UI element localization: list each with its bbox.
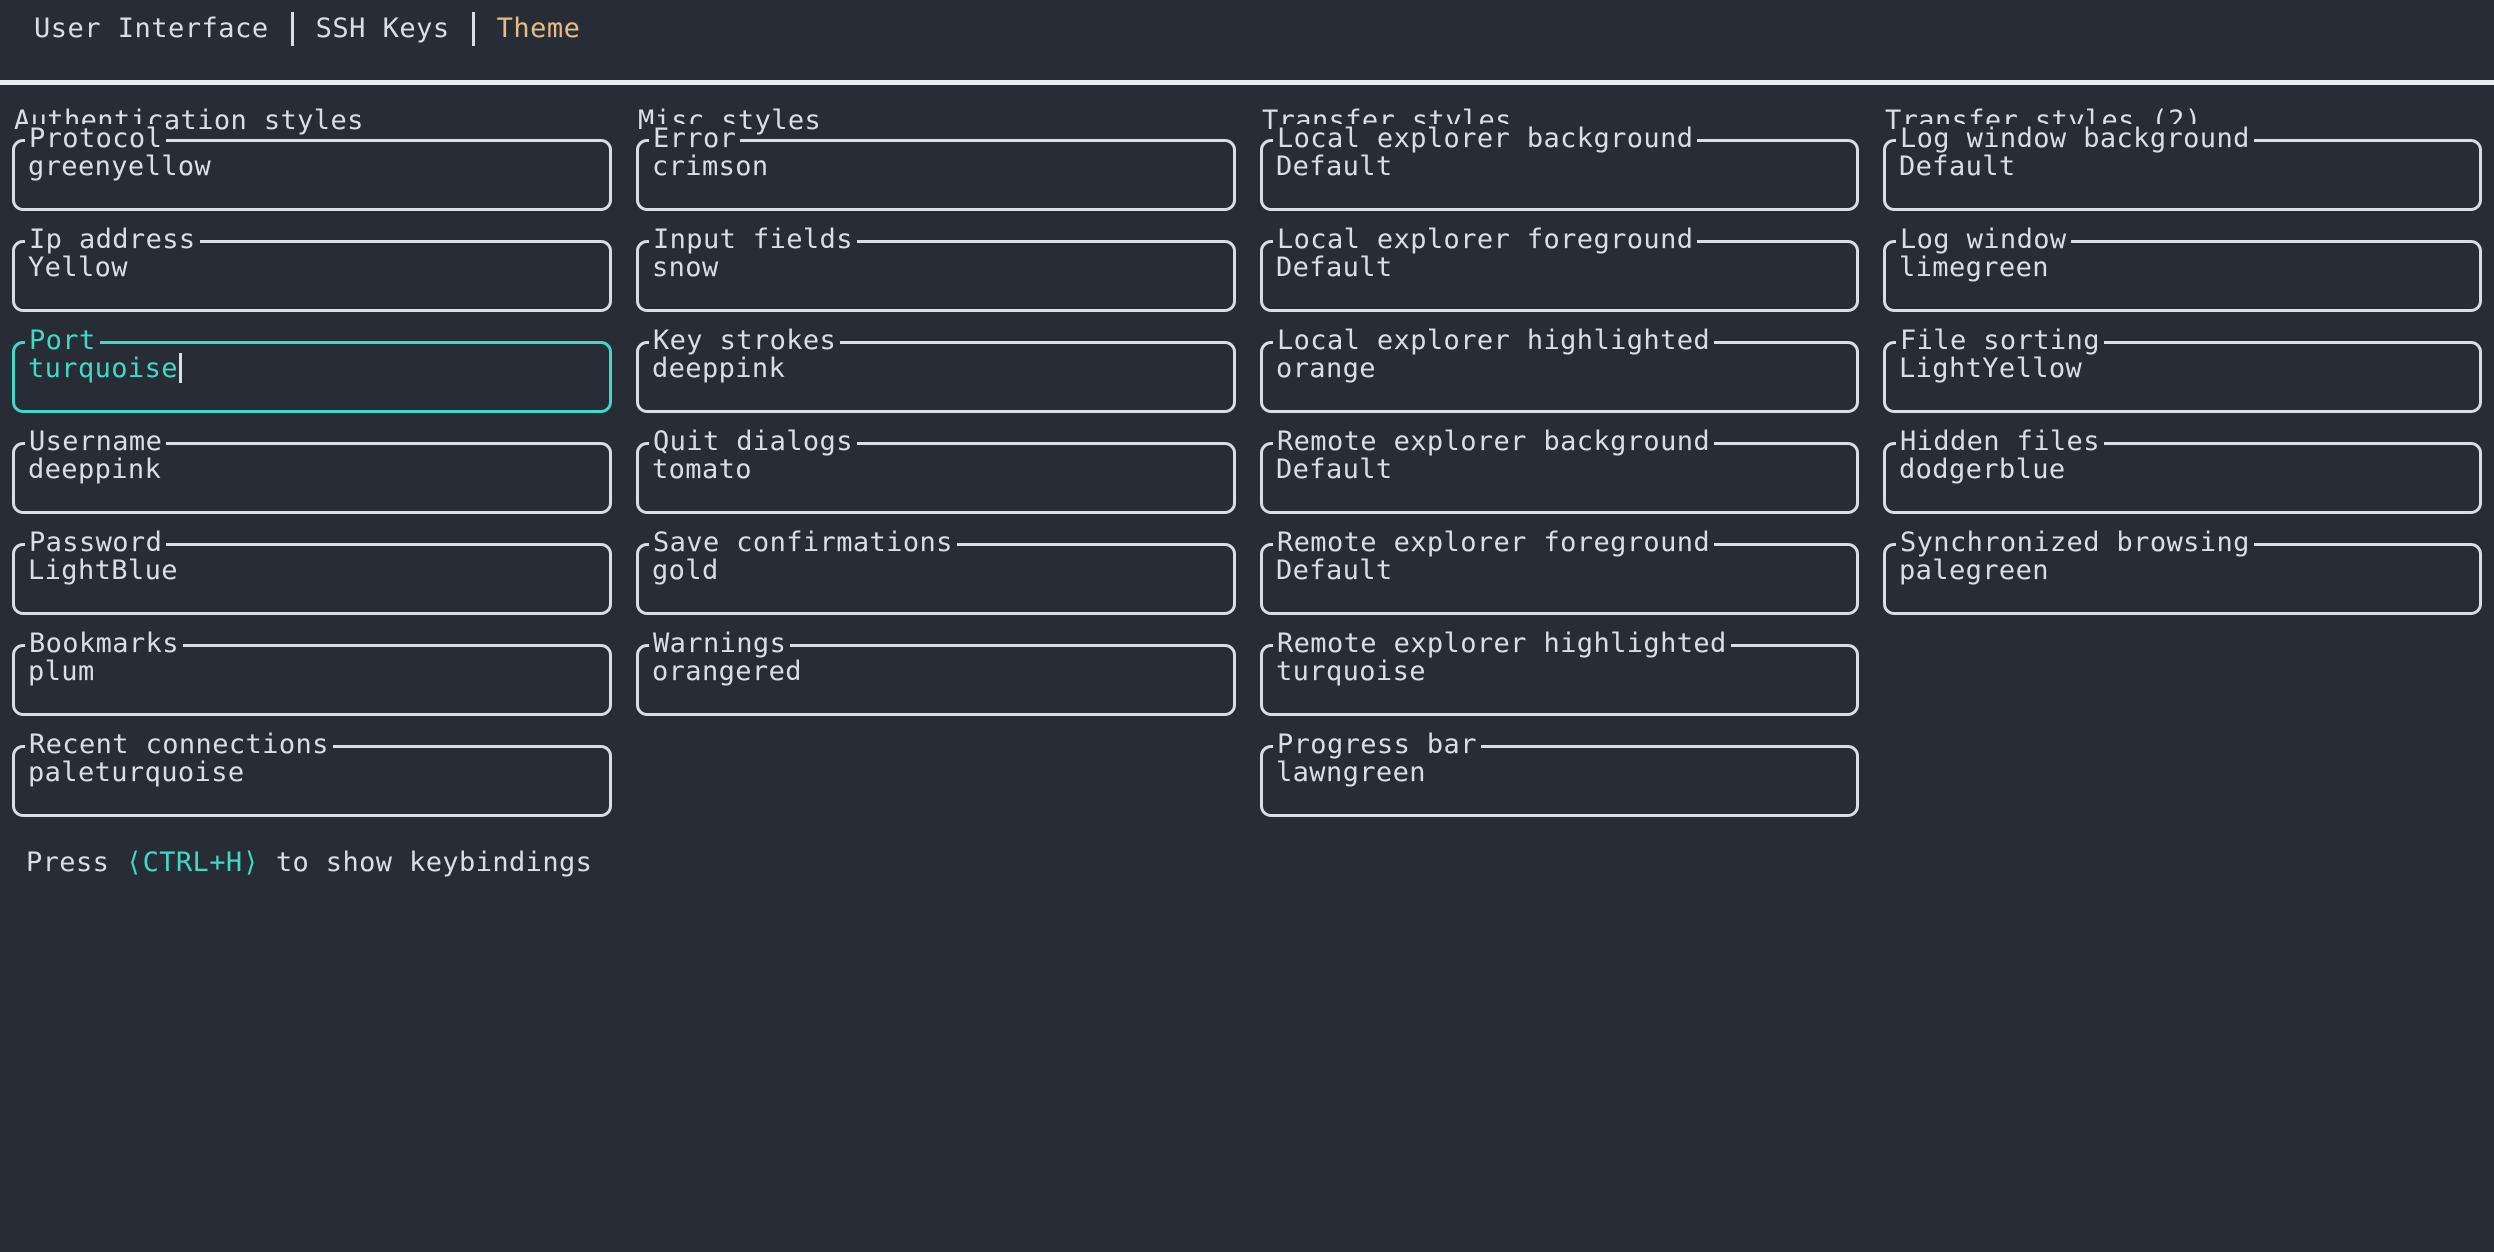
column-authentication-styles: Authentication styles Protocol greenyell… — [0, 103, 624, 880]
field-file-sorting[interactable]: File sorting LightYellow — [1883, 326, 2482, 413]
field-label: Log window — [1896, 225, 2071, 255]
field-label: Ip address — [25, 225, 200, 255]
tab-separator — [471, 12, 475, 46]
field-value: gold — [652, 555, 719, 586]
field-progress-bar[interactable]: Progress bar lawngreen — [1260, 730, 1859, 817]
field-value: crimson — [652, 151, 769, 182]
column-transfer-styles-2: Transfer styles (2) Log window backgroun… — [1871, 103, 2494, 644]
field-value: Default — [1276, 151, 1393, 182]
tab-user-interface[interactable]: User Interface — [34, 13, 269, 45]
field-label: Local explorer foreground — [1273, 225, 1698, 255]
field-label: Local explorer highlighted — [1273, 326, 1715, 356]
tab-theme[interactable]: Theme — [496, 13, 581, 45]
field-value: orangered — [652, 656, 802, 687]
field-value: limegreen — [1899, 252, 2049, 283]
field-label: Password — [25, 528, 167, 558]
theme-columns: Authentication styles Protocol greenyell… — [0, 103, 2494, 880]
field-label: Save confirmations — [649, 528, 957, 558]
field-value: tomato — [652, 454, 752, 485]
field-label: Remote explorer highlighted — [1273, 629, 1731, 659]
field-value-text: turquoise — [28, 353, 178, 384]
field-label: Input fields — [649, 225, 857, 255]
field-label: Error — [649, 124, 741, 154]
field-label: Protocol — [25, 124, 167, 154]
field-error[interactable]: Error crimson — [636, 124, 1236, 211]
tab-bar: User Interface SSH Keys Theme — [0, 0, 2494, 58]
field-label: Username — [25, 427, 167, 457]
field-value: Yellow — [28, 252, 128, 283]
tab-separator — [290, 12, 294, 46]
field-label: Warnings — [649, 629, 791, 659]
field-label: Recent connections — [25, 730, 333, 760]
field-save-confirmations[interactable]: Save confirmations gold — [636, 528, 1236, 615]
field-value: lawngreen — [1276, 757, 1426, 788]
field-label: Progress bar — [1273, 730, 1481, 760]
keybindings-hint: Press ⟨CTRL+H⟩ to show keybindings — [12, 846, 612, 880]
field-label: Local explorer background — [1273, 124, 1698, 154]
field-value: turquoise — [1276, 656, 1426, 687]
field-port[interactable]: Port turquoise — [12, 326, 612, 413]
hint-prefix: Press — [26, 847, 126, 878]
field-remote-explorer-highlighted[interactable]: Remote explorer highlighted turquoise — [1260, 629, 1859, 716]
field-label: Log window background — [1896, 124, 2254, 154]
column-misc-styles: Misc styles Error crimson Input fields s… — [624, 103, 1248, 745]
field-key-strokes[interactable]: Key strokes deeppink — [636, 326, 1236, 413]
field-label: Hidden files — [1896, 427, 2104, 457]
field-hidden-files[interactable]: Hidden files dodgerblue — [1883, 427, 2482, 514]
field-log-window-background[interactable]: Log window background Default — [1883, 124, 2482, 211]
field-recent-connections[interactable]: Recent connections paleturquoise — [12, 730, 612, 817]
field-value: deeppink — [28, 454, 162, 485]
field-label: Bookmarks — [25, 629, 183, 659]
field-quit-dialogs[interactable]: Quit dialogs tomato — [636, 427, 1236, 514]
field-log-window[interactable]: Log window limegreen — [1883, 225, 2482, 312]
field-value: snow — [652, 252, 719, 283]
field-value: Default — [1276, 555, 1393, 586]
field-value: palegreen — [1899, 555, 2049, 586]
field-label: Quit dialogs — [649, 427, 857, 457]
field-value: Default — [1899, 151, 2016, 182]
field-protocol[interactable]: Protocol greenyellow — [12, 124, 612, 211]
field-value: deeppink — [652, 353, 786, 384]
header-divider — [0, 80, 2494, 85]
field-password[interactable]: Password LightBlue — [12, 528, 612, 615]
field-synchronized-browsing[interactable]: Synchronized browsing palegreen — [1883, 528, 2482, 615]
field-value: plum — [28, 656, 95, 687]
field-label: Synchronized browsing — [1896, 528, 2254, 558]
field-ip-address[interactable]: Ip address Yellow — [12, 225, 612, 312]
field-remote-explorer-foreground[interactable]: Remote explorer foreground Default — [1260, 528, 1859, 615]
field-warnings[interactable]: Warnings orangered — [636, 629, 1236, 716]
field-value: turquoise — [28, 352, 182, 386]
field-label: Remote explorer background — [1273, 427, 1715, 457]
field-label: Remote explorer foreground — [1273, 528, 1715, 558]
field-label: Port — [25, 326, 100, 356]
field-local-explorer-foreground[interactable]: Local explorer foreground Default — [1260, 225, 1859, 312]
field-value: LightBlue — [28, 555, 178, 586]
field-value: Default — [1276, 252, 1393, 283]
field-local-explorer-background[interactable]: Local explorer background Default — [1260, 124, 1859, 211]
field-value: orange — [1276, 353, 1376, 384]
hint-key: ⟨CTRL+H⟩ — [125, 847, 260, 878]
field-value: greenyellow — [28, 151, 212, 182]
field-remote-explorer-background[interactable]: Remote explorer background Default — [1260, 427, 1859, 514]
column-transfer-styles: Transfer styles Local explorer backgroun… — [1248, 103, 1871, 846]
field-local-explorer-highlighted[interactable]: Local explorer highlighted orange — [1260, 326, 1859, 413]
field-value: Default — [1276, 454, 1393, 485]
field-label: Key strokes — [649, 326, 841, 356]
field-value: paleturquoise — [28, 757, 245, 788]
text-caret — [178, 353, 182, 383]
hint-suffix: to show keybindings — [259, 847, 593, 878]
field-label: File sorting — [1896, 326, 2104, 356]
field-input-fields[interactable]: Input fields snow — [636, 225, 1236, 312]
field-bookmarks[interactable]: Bookmarks plum — [12, 629, 612, 716]
field-username[interactable]: Username deeppink — [12, 427, 612, 514]
tab-ssh-keys[interactable]: SSH Keys — [315, 13, 450, 45]
field-value: LightYellow — [1899, 353, 2083, 384]
field-value: dodgerblue — [1899, 454, 2066, 485]
